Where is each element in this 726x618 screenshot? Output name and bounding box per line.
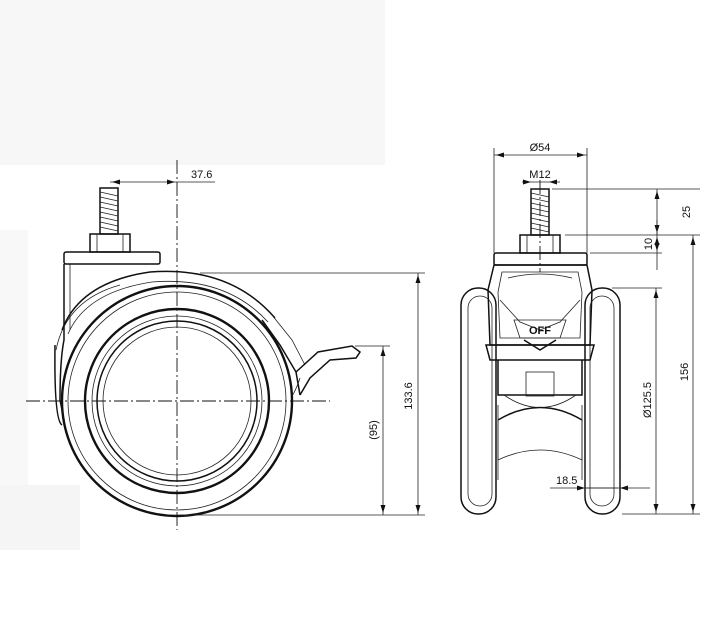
dim-tread-width: 18.5 bbox=[550, 470, 650, 498]
dim-wheel-diameter: Ø125.5 bbox=[642, 288, 659, 514]
dim-axle-height-label: (95) bbox=[368, 420, 380, 440]
dim-thread-label: M12 bbox=[529, 169, 550, 181]
front-wheels bbox=[460, 287, 621, 515]
side-stem bbox=[63, 187, 161, 265]
front-stem bbox=[493, 188, 588, 266]
dim-thread: M12 bbox=[522, 169, 560, 185]
dim-side-height-label: 133.6 bbox=[403, 382, 415, 410]
front-view: OFF Ø54 M12 bbox=[460, 142, 700, 515]
dim-offset-label: 37.6 bbox=[191, 169, 212, 181]
dim-tread-width-label: 18.5 bbox=[556, 475, 577, 487]
dim-axle-height: (95) bbox=[368, 346, 386, 515]
background-panel-top bbox=[0, 0, 385, 165]
side-brake-lever bbox=[261, 314, 362, 397]
dim-total-height: 156 bbox=[679, 235, 696, 514]
brake-label-text: OFF bbox=[529, 325, 551, 337]
dim-nut-height: 10 bbox=[643, 220, 660, 270]
dim-total-height-label: 156 bbox=[679, 363, 691, 381]
side-view: 37.6 133.6 (95) bbox=[26, 160, 425, 530]
dim-side-height: 133.6 bbox=[403, 273, 421, 515]
background-panel-left bbox=[0, 230, 28, 485]
dim-wheel-diameter-label: Ø125.5 bbox=[642, 382, 654, 418]
dim-thread-length-label: 25 bbox=[681, 206, 693, 218]
side-hood bbox=[54, 264, 276, 426]
dim-offset: 37.6 bbox=[110, 169, 215, 185]
dim-thread-length: 25 bbox=[654, 189, 693, 235]
background-panel-bottom-left bbox=[0, 485, 80, 550]
dim-nut-height-label: 10 bbox=[643, 238, 655, 250]
dim-top-diameter-label: Ø54 bbox=[530, 142, 551, 154]
front-housing bbox=[485, 264, 595, 480]
brake-label: OFF bbox=[513, 319, 567, 351]
dim-top-diameter: Ø54 bbox=[493, 142, 588, 253]
